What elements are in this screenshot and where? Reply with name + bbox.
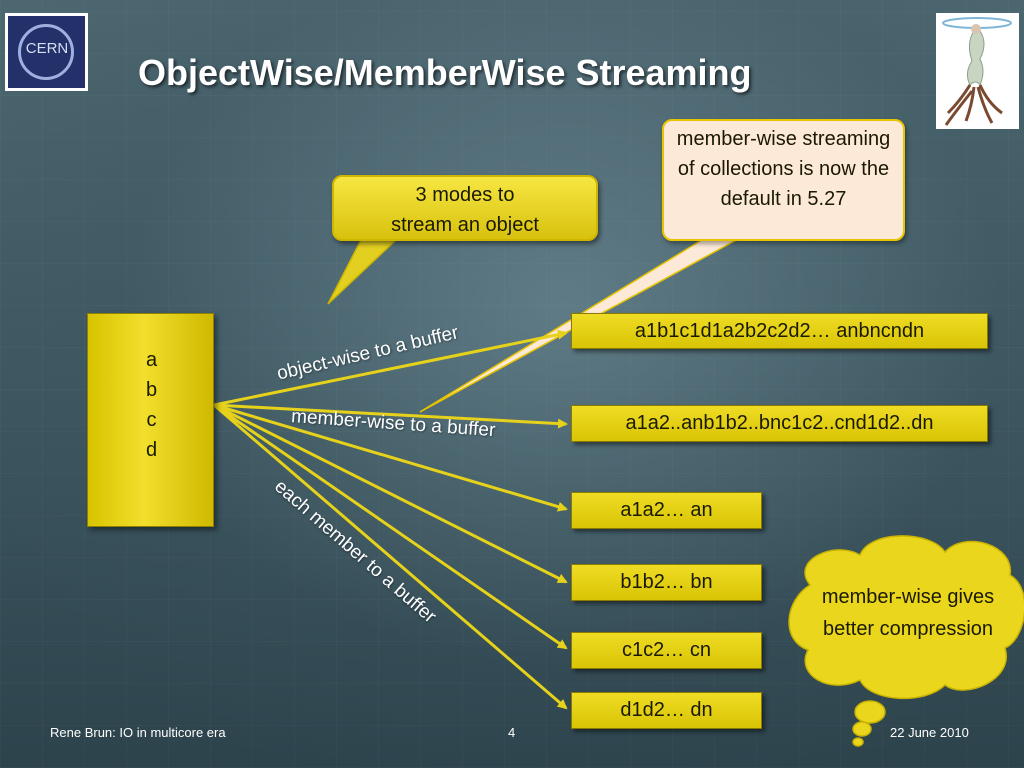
buffer-b: b1b2… bn [571,564,762,601]
member-a: a [145,349,158,371]
cern-logo: CERN [5,13,88,91]
modes-callout: 3 modes to stream an object [332,175,598,241]
buffer-member-wise: a1a2..anb1b2..bnc1c2..cnd1d2..dn [571,405,988,442]
footer-author: Rene Brun: IO in multicore era [50,725,226,740]
member-d: d [145,439,158,461]
object-box: a b c d [87,313,214,527]
member-c: c [146,409,157,431]
arrow-member-d [213,403,568,710]
logo-text: CERN [25,40,69,57]
modes-callout-pointer [327,237,400,305]
buffer-d: d1d2… dn [571,692,762,729]
modes-callout-text: 3 modes to stream an object [391,184,539,236]
default-callout-text: member-wise streaming of collections is … [676,128,891,210]
thought-cloud [788,535,1024,747]
footer-date: 22 June 2010 [890,725,969,740]
buffer-c: c1c2… cn [571,632,762,669]
buffer-object-wise: a1b1c1d1a2b2c2d2… anbncndn [571,313,988,349]
compression-callout-text: member-wise gives better compression [821,586,995,640]
slide-title: ObjectWise/MemberWise Streaming [138,52,752,93]
arrow-member-wise [213,403,568,429]
arrow-member-b [213,403,568,584]
default-callout: member-wise streaming of collections is … [662,119,905,241]
arrow-member-a [213,403,568,512]
root-figure-image [936,13,1019,129]
arrow-member-c [213,403,568,650]
arrow-object-wise [213,329,568,407]
buffer-a: a1a2… an [571,492,762,529]
member-b: b [145,379,158,401]
footer-page-number: 4 [508,725,516,740]
